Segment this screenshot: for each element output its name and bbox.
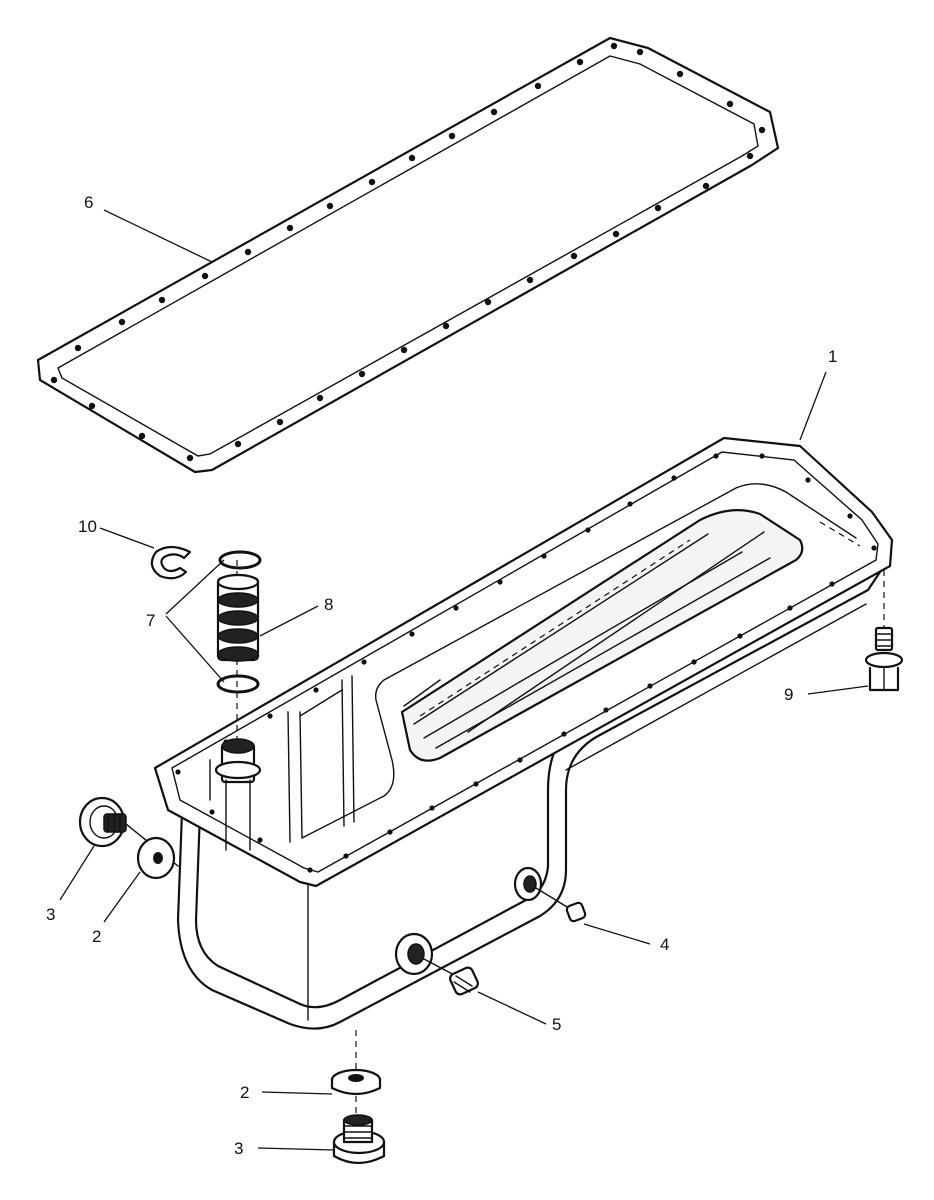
oil-pan-gasket (36, 36, 780, 474)
callout-9: 9 (784, 685, 793, 704)
bottom-drain-plug (332, 1114, 386, 1165)
callout-10: 10 (78, 517, 97, 536)
callout-2-side: 2 (92, 927, 101, 946)
pan-tube-fitting (214, 738, 262, 851)
callout-5: 5 (552, 1015, 561, 1034)
callout-6: 6 (84, 193, 93, 212)
gasket-bolt-holes (50, 42, 766, 462)
suction-tube-assembly (214, 550, 262, 851)
o-ring-upper (218, 550, 262, 570)
o-ring-lower (216, 674, 260, 694)
callout-3-side: 3 (46, 905, 55, 924)
oil-pan (153, 436, 894, 1030)
side-sealing-washer (136, 836, 176, 880)
callout-7: 7 (146, 611, 155, 630)
flange-bolt (864, 570, 904, 692)
sleeve-part-8 (216, 573, 260, 662)
callout-3-bottom: 3 (234, 1139, 243, 1158)
leader-lines (59, 209, 869, 1151)
lower-boss-plug (394, 932, 479, 996)
callout-4: 4 (660, 935, 669, 954)
upper-boss-plug (513, 866, 587, 923)
callout-2-bottom: 2 (240, 1083, 249, 1102)
callout-8: 8 (324, 595, 333, 614)
callout-1: 1 (828, 347, 837, 366)
retaining-clip (150, 545, 192, 580)
